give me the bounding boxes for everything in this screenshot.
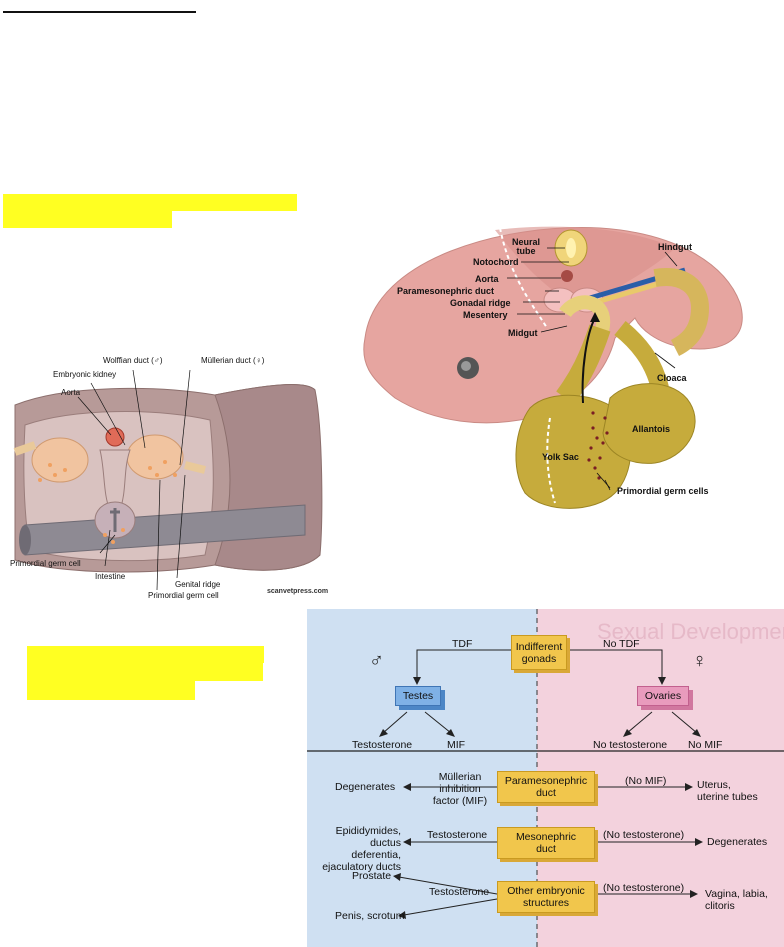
- label-primordial-germ-cells: Primordial germ cells: [617, 486, 709, 496]
- figure-credit: scanvetpress.com: [267, 588, 329, 595]
- label-no-mif: No MIF: [688, 739, 723, 751]
- faded-header-text: Sexual Development: [597, 619, 784, 644]
- label-testosterone: Testosterone: [352, 739, 413, 751]
- label-no-tdf: No TDF: [603, 638, 640, 650]
- row1-left-result: Degenerates: [335, 781, 396, 793]
- row3-right-condition: (No testosterone): [603, 882, 685, 894]
- mesonephric-duct-box: Mesonephric duct: [497, 827, 595, 859]
- highlight-bar-2a: [27, 646, 264, 663]
- label-genital-ridge: Genital ridge: [175, 580, 221, 589]
- top-underline: [3, 11, 196, 13]
- label-gonadal-ridge: Gonadal ridge: [450, 298, 511, 308]
- paramesonephric-duct-box: Paramesonephric duct: [497, 771, 595, 803]
- cross-section-illustration: [13, 369, 323, 591]
- male-symbol-icon: ♂: [369, 650, 384, 672]
- label-primordial-germ-cell-2: Primordial germ cell: [148, 591, 219, 600]
- label-mesentery: Mesentery: [463, 310, 508, 320]
- embryo-figure: Neural tube Notochord Aorta Paramesoneph…: [355, 218, 755, 514]
- other-embryonic-structures-box: Other embryonic structures: [497, 881, 595, 913]
- label-intestine: Intestine: [95, 572, 126, 581]
- label-mullerian-duct: Müllerian duct (♀): [201, 356, 265, 365]
- row3-left-result-top: Prostate: [352, 870, 392, 882]
- testes-box: Testes: [395, 686, 441, 706]
- female-symbol-icon: ♀: [692, 650, 707, 672]
- label-cloaca: Cloaca: [657, 373, 687, 383]
- label-aorta: Aorta: [475, 274, 499, 284]
- indifferent-gonads-box: Indifferent gonads: [511, 635, 567, 670]
- label-embryonic-kidney: Embryonic kidney: [53, 370, 117, 379]
- label-allantois: Allantois: [632, 424, 671, 434]
- row1-right-condition: (No MIF): [625, 775, 667, 787]
- highlight-bar-1b: [3, 211, 172, 228]
- label-primordial-germ-cell-1: Primordial germ cell: [10, 559, 81, 568]
- row2-right-result: Degenerates: [707, 836, 768, 848]
- label-hindgut: Hindgut: [658, 242, 692, 252]
- label-notochord: Notochord: [473, 257, 519, 267]
- label-paramesonephric-duct: Paramesonephric duct: [397, 286, 495, 296]
- row1-right-result: Uterus, uterine tubes: [697, 779, 758, 803]
- cross-section-figure: Wolffian duct (♂) Müllerian duct (♀) Emb…: [5, 350, 330, 605]
- label-wolffian-duct: Wolffian duct (♂): [103, 356, 163, 365]
- highlight-bar-2b: [27, 663, 263, 681]
- label-yolk-sac: Yolk Sac: [542, 452, 579, 462]
- label-neural-tube: Neural tube: [511, 237, 540, 256]
- ovaries-box: Ovaries: [637, 686, 689, 706]
- label-no-testosterone: No testosterone: [593, 739, 668, 751]
- label-aorta-2: Aorta: [61, 388, 81, 397]
- row3-left-result-bottom: Penis, scrotum: [335, 910, 405, 922]
- row1-left-condition: Müllerian inhibition factor (MIF): [432, 771, 488, 807]
- highlight-bar-2c: [27, 681, 195, 700]
- row2-right-condition: (No testosterone): [603, 829, 685, 841]
- label-midgut: Midgut: [508, 328, 538, 338]
- label-mif: MIF: [447, 739, 466, 751]
- label-tdf: TDF: [452, 638, 473, 650]
- row3-left-condition: Testosterone: [429, 886, 490, 898]
- row3-right-result: Vagina, labia, clitoris: [705, 888, 768, 912]
- row2-left-result: Epididymides, ductus deferentia, ejacula…: [322, 825, 401, 873]
- row2-left-condition: Testosterone: [427, 829, 488, 841]
- highlight-bar-1a: [3, 194, 297, 211]
- sexual-development-chart: Sexual Development: [307, 609, 784, 947]
- embryo-illustration: [363, 226, 743, 509]
